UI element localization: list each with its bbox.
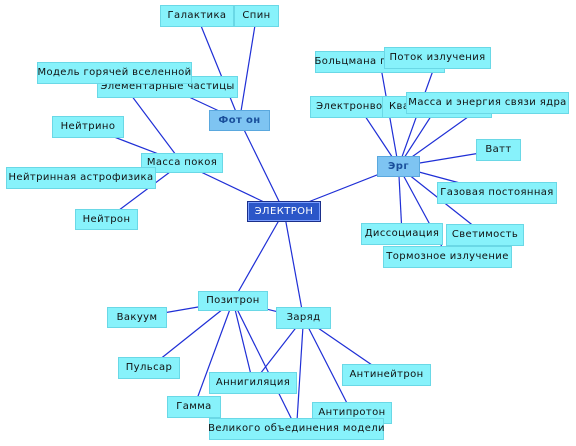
- edge-foton-galaktika: [196, 15, 241, 121]
- node-neytrino[interactable]: Нейтрино: [52, 116, 124, 138]
- node-massa-i-energiya-svyazi-yadra[interactable]: Масса и энергия связи ядра: [406, 92, 569, 114]
- node-pozitron[interactable]: Позитрон: [198, 291, 268, 311]
- edge-pozitron-gamma: [193, 300, 234, 408]
- node-erg[interactable]: Эрг: [377, 156, 420, 177]
- edge-erg-dissociaciya: [397, 166, 403, 235]
- node-tormoznoe-izluchenie[interactable]: Тормозное излучение: [383, 246, 512, 268]
- node-svetimost[interactable]: Светимость: [446, 224, 524, 246]
- node-zaryad[interactable]: Заряд: [276, 307, 331, 329]
- edge-pozitron-velikogo: [232, 300, 298, 430]
- edge-electron-pozitron: [232, 211, 285, 302]
- edge-zaryad-antiproton: [302, 317, 353, 414]
- edge-electron-foton: [238, 120, 285, 212]
- edge-electron-zaryad: [283, 211, 305, 319]
- node-vatt[interactable]: Ватт: [476, 139, 521, 161]
- node-gamma[interactable]: Гамма: [167, 396, 221, 418]
- node-antineytron[interactable]: Антинейтрон: [342, 364, 431, 386]
- node-spin[interactable]: Спин: [234, 5, 279, 27]
- edge-foton-spin: [238, 15, 258, 121]
- node-model-goryachey-vselennoy[interactable]: Модель горячей вселенной: [37, 62, 192, 84]
- node-foton[interactable]: Фот он: [209, 110, 270, 131]
- edge-pozitron-pulsar: [148, 300, 234, 369]
- node-velikogo-obedineniya-modeli[interactable]: Великого объединения модели: [208, 418, 385, 440]
- node-vakuum[interactable]: Вакуум: [107, 307, 167, 328]
- node-annigilyaciya[interactable]: Аннигиляция: [209, 372, 297, 394]
- node-massa-pokoya[interactable]: Масса покоя: [141, 153, 223, 173]
- node-neytron[interactable]: Нейтрон: [75, 209, 138, 230]
- node-electron[interactable]: ЭЛЕКТРОН: [247, 201, 321, 222]
- node-gazovaya-postoyannaya[interactable]: Газовая постоянная: [437, 182, 557, 204]
- node-dissociaciya[interactable]: Диссоциация: [361, 223, 443, 245]
- node-potok-izlucheniya[interactable]: Поток излучения: [384, 47, 491, 69]
- edge-pozitron-annigilyaciya: [232, 300, 254, 384]
- node-neytrinnaya-astrofizika[interactable]: Нейтринная астрофизика: [6, 167, 156, 189]
- node-pulsar[interactable]: Пульсар: [118, 357, 180, 379]
- node-galaktika[interactable]: Галактика: [160, 5, 234, 27]
- edge-zaryad-velikogo: [295, 317, 305, 430]
